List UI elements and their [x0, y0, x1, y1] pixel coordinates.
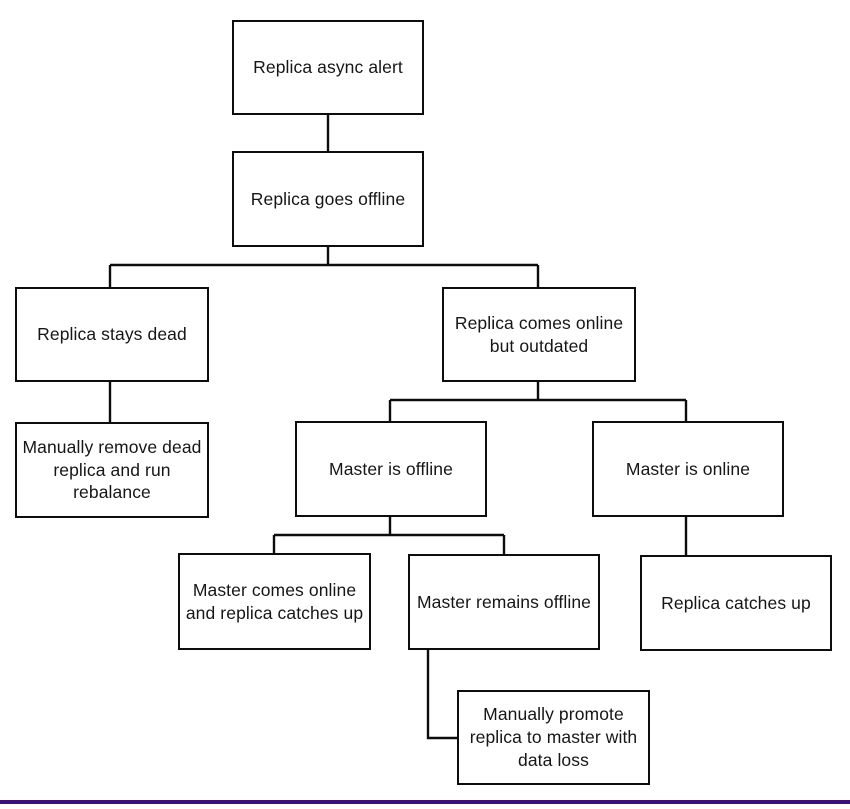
node-label: Master is online	[625, 458, 751, 479]
node-replica-goes-offline[interactable]: Replica goes offline	[232, 151, 424, 247]
node-label: Manually promote replica to master with …	[469, 704, 638, 770]
node-replica-comes-online-but-outdated[interactable]: Replica comes online but outdated	[442, 287, 636, 382]
node-master-remains-offline[interactable]: Master remains offline	[408, 554, 600, 650]
node-master-is-offline[interactable]: Master is offline	[295, 421, 487, 517]
node-label: Replica stays dead	[37, 324, 187, 345]
node-label: Master is offline	[329, 458, 453, 479]
node-replica-catches-up[interactable]: Replica catches up	[640, 555, 832, 651]
node-label: Replica catches up	[661, 592, 811, 613]
node-replica-async-alert[interactable]: Replica async alert	[232, 20, 424, 115]
node-master-comes-online-replica-catches-up[interactable]: Master comes online and replica catches …	[178, 553, 371, 650]
node-manually-remove-dead-replica[interactable]: Manually remove dead replica and run reb…	[15, 422, 209, 518]
node-label: Manually remove dead replica and run reb…	[22, 436, 202, 503]
node-manually-promote-replica[interactable]: Manually promote replica to master with …	[457, 690, 650, 785]
node-label: Master remains offline	[416, 591, 592, 612]
node-replica-stays-dead[interactable]: Replica stays dead	[15, 287, 209, 382]
connector-edge-remains-offline-to-promote	[426, 650, 457, 740]
node-label: Master comes online and replica catches …	[185, 579, 364, 623]
node-master-is-online[interactable]: Master is online	[592, 421, 784, 517]
node-label: Replica async alert	[253, 57, 403, 78]
footer-rule	[0, 800, 850, 804]
node-label: Replica comes online but outdated	[454, 312, 624, 356]
node-label: Replica goes offline	[250, 188, 406, 209]
